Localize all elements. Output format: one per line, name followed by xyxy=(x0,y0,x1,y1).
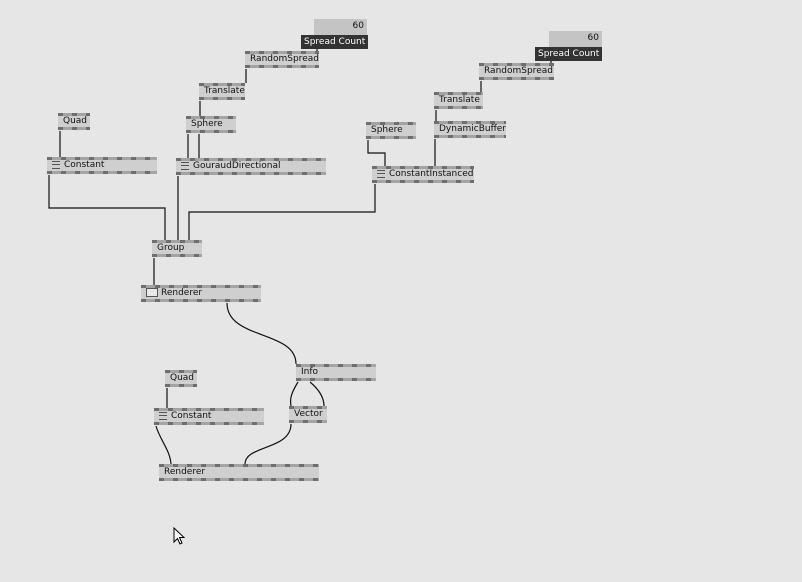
shader-icon xyxy=(181,161,189,170)
dynamic-buffer-node[interactable]: DynamicBuffer xyxy=(434,121,506,138)
shader-icon xyxy=(159,411,167,420)
node-label: Sphere xyxy=(371,125,403,135)
spread-count-iobox-2[interactable]: 60 xyxy=(549,31,602,47)
node-label: Sphere xyxy=(191,119,223,129)
sphere-node-2[interactable]: Sphere xyxy=(366,122,416,139)
mouse-cursor-icon xyxy=(173,527,186,545)
node-label: Quad xyxy=(170,373,195,383)
translate-node-2[interactable]: Translate xyxy=(434,92,483,109)
group-node[interactable]: Group xyxy=(152,240,202,257)
node-label: Group xyxy=(157,243,185,253)
spread-count-iobox[interactable]: 60 xyxy=(314,19,367,35)
node-label: Translate xyxy=(204,86,245,96)
node-label: Translate xyxy=(439,95,480,105)
info-node[interactable]: Info xyxy=(296,364,376,381)
constant-instanced-node[interactable]: ConstantInstanced xyxy=(372,166,474,183)
node-label: Renderer xyxy=(161,288,203,298)
node-label: Vector xyxy=(294,409,323,419)
gouraud-directional-node[interactable]: GouraudDirectional xyxy=(176,158,326,175)
quad-node-2[interactable]: Quad xyxy=(165,370,197,387)
renderer-node-2[interactable]: Renderer xyxy=(159,464,319,481)
node-label: Info xyxy=(301,367,319,377)
translate-node[interactable]: Translate xyxy=(199,83,245,100)
sphere-node[interactable]: Sphere xyxy=(186,116,236,133)
window-icon xyxy=(146,288,158,297)
shader-icon xyxy=(377,169,385,178)
vector-node[interactable]: Vector xyxy=(289,406,327,423)
constant-node[interactable]: Constant xyxy=(47,157,157,174)
spread-count-label-2: Spread Count xyxy=(535,47,603,61)
node-label: Constant xyxy=(171,411,212,421)
shader-icon xyxy=(52,160,60,169)
node-label: Quad xyxy=(63,116,88,126)
spread-count-label: Spread Count xyxy=(301,35,369,49)
node-label: Renderer xyxy=(164,467,206,477)
random-spread-node[interactable]: RandomSpread xyxy=(245,51,319,68)
node-label: GouraudDirectional xyxy=(193,161,281,171)
node-label: Constant xyxy=(64,160,105,170)
renderer-node[interactable]: Renderer xyxy=(141,285,261,302)
node-label: RandomSpread xyxy=(250,54,319,64)
node-label: DynamicBuffer xyxy=(439,124,507,134)
node-label: RandomSpread xyxy=(484,66,553,76)
random-spread-node-2[interactable]: RandomSpread xyxy=(479,63,554,80)
quad-node[interactable]: Quad xyxy=(58,113,90,130)
constant-node-2[interactable]: Constant xyxy=(154,408,264,425)
node-label: ConstantInstanced xyxy=(389,169,474,179)
